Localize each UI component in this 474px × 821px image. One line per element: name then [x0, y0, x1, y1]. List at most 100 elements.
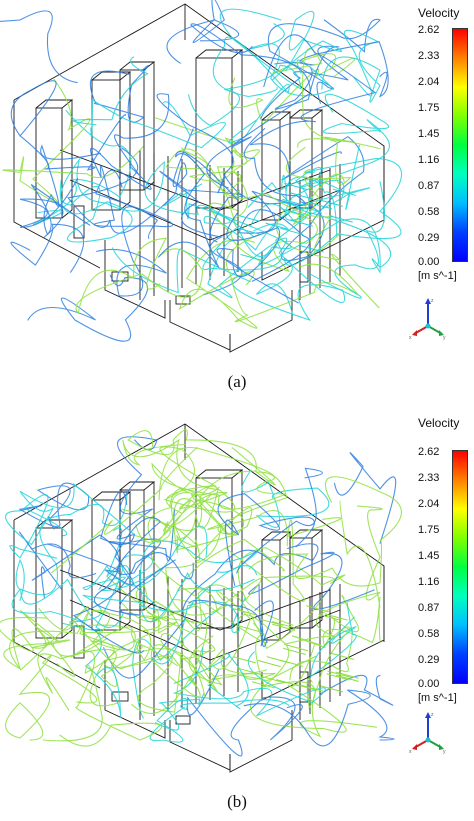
streamline	[310, 602, 357, 678]
streamline	[75, 237, 204, 315]
streamline	[176, 538, 285, 611]
rack-cabinet	[119, 489, 145, 611]
panel-caption: (a)	[227, 372, 247, 391]
streamline	[208, 648, 276, 680]
streamline	[318, 613, 342, 621]
axis-label: x	[409, 749, 412, 754]
legend-tick: 0.29	[418, 232, 440, 244]
streamline	[321, 29, 381, 103]
streamline	[50, 446, 198, 574]
room-block	[104, 240, 166, 319]
rack-cabinet	[119, 481, 156, 491]
door-frame	[175, 295, 191, 305]
streamline	[2, 78, 144, 204]
rack-cabinet	[35, 107, 63, 219]
streamline	[329, 215, 353, 223]
streamline	[326, 673, 350, 681]
rack-cabinet	[289, 109, 324, 119]
legend-tick: 0.58	[418, 206, 440, 218]
streamline	[249, 34, 377, 187]
streamline	[308, 202, 332, 210]
velocity-colorbar	[452, 28, 468, 262]
streamline	[271, 621, 295, 629]
streamline	[265, 222, 289, 230]
streamline	[260, 618, 284, 626]
streamline	[188, 8, 302, 127]
axis-label: x	[409, 335, 412, 340]
streamline	[27, 274, 149, 342]
legend-title: Velocity	[418, 6, 460, 20]
streamline	[127, 429, 257, 531]
axis-label: z	[431, 298, 434, 304]
streamline	[10, 80, 127, 171]
room-block	[169, 300, 231, 351]
streamline	[121, 491, 228, 544]
streamline	[228, 57, 356, 126]
door-frame	[175, 715, 191, 725]
streamline	[257, 660, 281, 668]
streamline	[232, 608, 256, 616]
streamline	[266, 656, 290, 664]
streamline	[335, 671, 359, 679]
legend-tick: 0.29	[418, 654, 440, 666]
legend-tick: 0.87	[418, 602, 440, 614]
streamline	[251, 681, 275, 689]
legend-tick: 1.16	[418, 576, 440, 588]
rack-cabinet	[261, 119, 281, 221]
legend-tick: 1.75	[418, 524, 440, 536]
streamline	[170, 492, 213, 548]
rack-cabinet	[195, 469, 244, 479]
streamline	[300, 684, 324, 692]
streamline	[267, 18, 381, 104]
streamline	[291, 168, 345, 226]
streamline	[172, 647, 326, 717]
streamline	[154, 693, 205, 731]
streamline	[59, 626, 162, 747]
streamline	[188, 599, 274, 647]
streamline	[166, 0, 239, 64]
legend-tick: 1.45	[418, 128, 440, 140]
enclosure-edge	[13, 3, 385, 281]
streamline	[30, 144, 101, 236]
streamline	[272, 623, 296, 631]
streamlines	[0, 0, 403, 342]
streamline	[151, 597, 246, 665]
room-block	[229, 290, 293, 353]
rack-cabinet	[289, 537, 313, 629]
streamline	[248, 476, 402, 587]
streamline	[98, 554, 162, 611]
streamline	[327, 670, 351, 678]
streamline	[247, 181, 392, 274]
rack-cabinet	[61, 100, 73, 219]
streamline	[299, 41, 389, 98]
streamline	[173, 652, 249, 710]
room-block	[229, 710, 293, 773]
streamline	[89, 147, 174, 228]
legend-tick: 2.62	[418, 24, 440, 36]
streamline	[96, 206, 167, 297]
streamline	[320, 685, 344, 693]
velocity-colorbar	[452, 450, 468, 684]
streamline	[76, 160, 255, 238]
streamline	[232, 656, 256, 664]
streamline	[165, 510, 288, 670]
streamline	[289, 192, 313, 200]
streamline	[236, 214, 260, 222]
streamline	[260, 45, 349, 120]
rack-cabinet	[35, 99, 74, 109]
rack-cabinet	[91, 79, 121, 211]
streamline	[216, 211, 299, 304]
streamline-diagram-b	[0, 423, 402, 773]
streamline	[103, 543, 319, 679]
legend-tick: 0.00	[418, 256, 440, 268]
streamline	[291, 596, 381, 649]
streamline	[67, 128, 194, 234]
streamline	[89, 64, 149, 123]
streamline	[276, 679, 300, 687]
streamline	[236, 614, 316, 710]
streamline	[237, 547, 346, 626]
streamline	[272, 10, 343, 81]
streamline	[284, 183, 308, 191]
axes-triad-icon: z x y	[409, 712, 446, 754]
streamline	[282, 647, 306, 655]
